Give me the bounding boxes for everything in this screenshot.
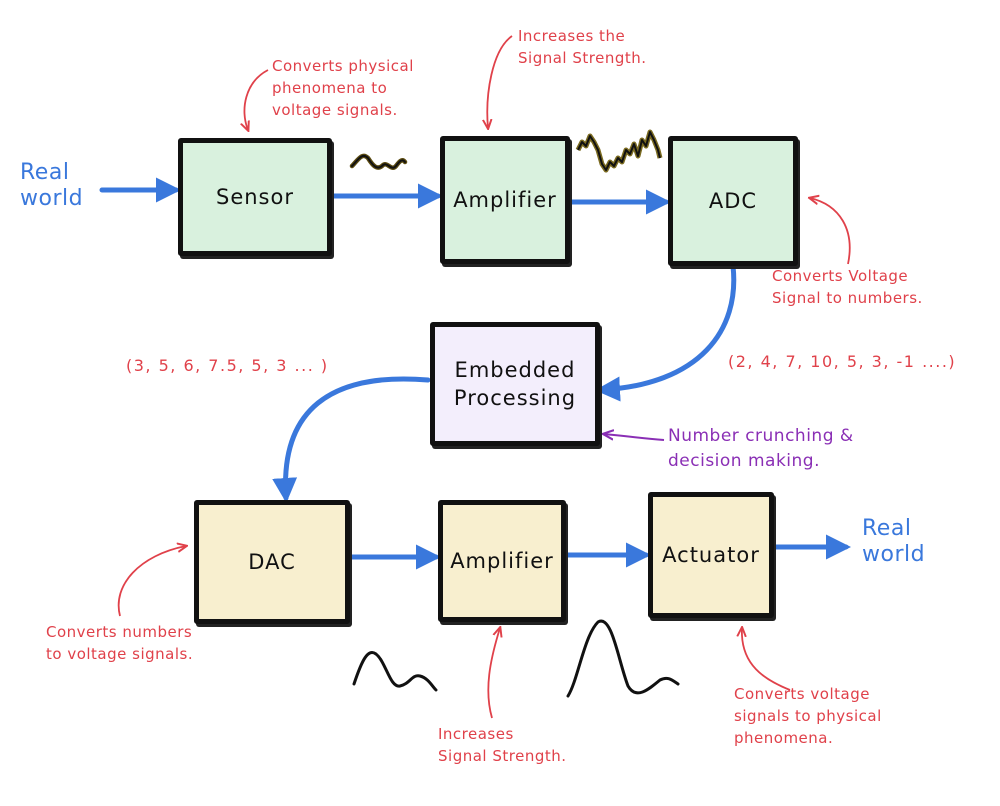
amplifier-bottom-annotation: Increases Signal Strength. <box>438 725 567 765</box>
pointer-processing-note <box>604 434 665 441</box>
real-world-input-label: Real world <box>20 160 84 212</box>
amplified-noisy-waveform-core <box>577 131 661 171</box>
actuator-label: Actuator <box>662 542 760 567</box>
amplifier-top-annotation: Increases the Signal Strength. <box>518 27 647 67</box>
pointer-sensor-note <box>244 69 269 130</box>
embedded-processing-block: Embedded Processing <box>430 322 600 446</box>
dac-number-sequence: (3, 5, 6, 7.5, 5, 3 ... ) <box>126 356 329 375</box>
analog-output-waveform <box>352 651 438 692</box>
dac-block: DAC <box>194 500 350 624</box>
adc-annotation: Converts Voltage Signal to numbers. <box>772 267 923 307</box>
arrow-adc-to-processing <box>595 263 737 402</box>
sensor-block: Sensor <box>178 138 332 256</box>
arrow-processing-to-dac <box>272 376 431 503</box>
embedded-processing-label: Embedded Processing <box>453 357 577 410</box>
amplifier-bottom-block: Amplifier <box>438 500 566 622</box>
pointer-dac-note <box>117 546 186 617</box>
dac-label: DAC <box>248 549 296 574</box>
processing-annotation: Number crunching & decision making. <box>668 426 854 471</box>
adc-number-sequence: (2, 4, 7, 10, 5, 3, -1 ....) <box>728 352 957 371</box>
actuator-block: Actuator <box>648 492 774 618</box>
amplified-output-waveform <box>566 619 680 698</box>
pointer-actuator-note <box>742 628 791 691</box>
small-voltage-waveform-core <box>351 154 406 169</box>
amplifier-bottom-label: Amplifier <box>450 548 554 573</box>
pointer-amp-bottom-note <box>487 628 500 719</box>
sensor-annotation: Converts physical phenomena to voltage s… <box>272 57 414 119</box>
amplifier-top-label: Amplifier <box>453 187 557 212</box>
pointer-adc-note <box>810 198 851 265</box>
actuator-annotation: Converts voltage signals to physical phe… <box>734 685 882 747</box>
sensor-label: Sensor <box>216 184 294 209</box>
amplifier-top-block: Amplifier <box>440 136 570 264</box>
adc-label: ADC <box>708 188 758 213</box>
adc-block: ADC <box>668 136 798 266</box>
dac-annotation: Converts numbers to voltage signals. <box>46 623 194 663</box>
pointer-amp-top-note <box>487 35 513 128</box>
real-world-output-label: Real world <box>862 516 926 568</box>
